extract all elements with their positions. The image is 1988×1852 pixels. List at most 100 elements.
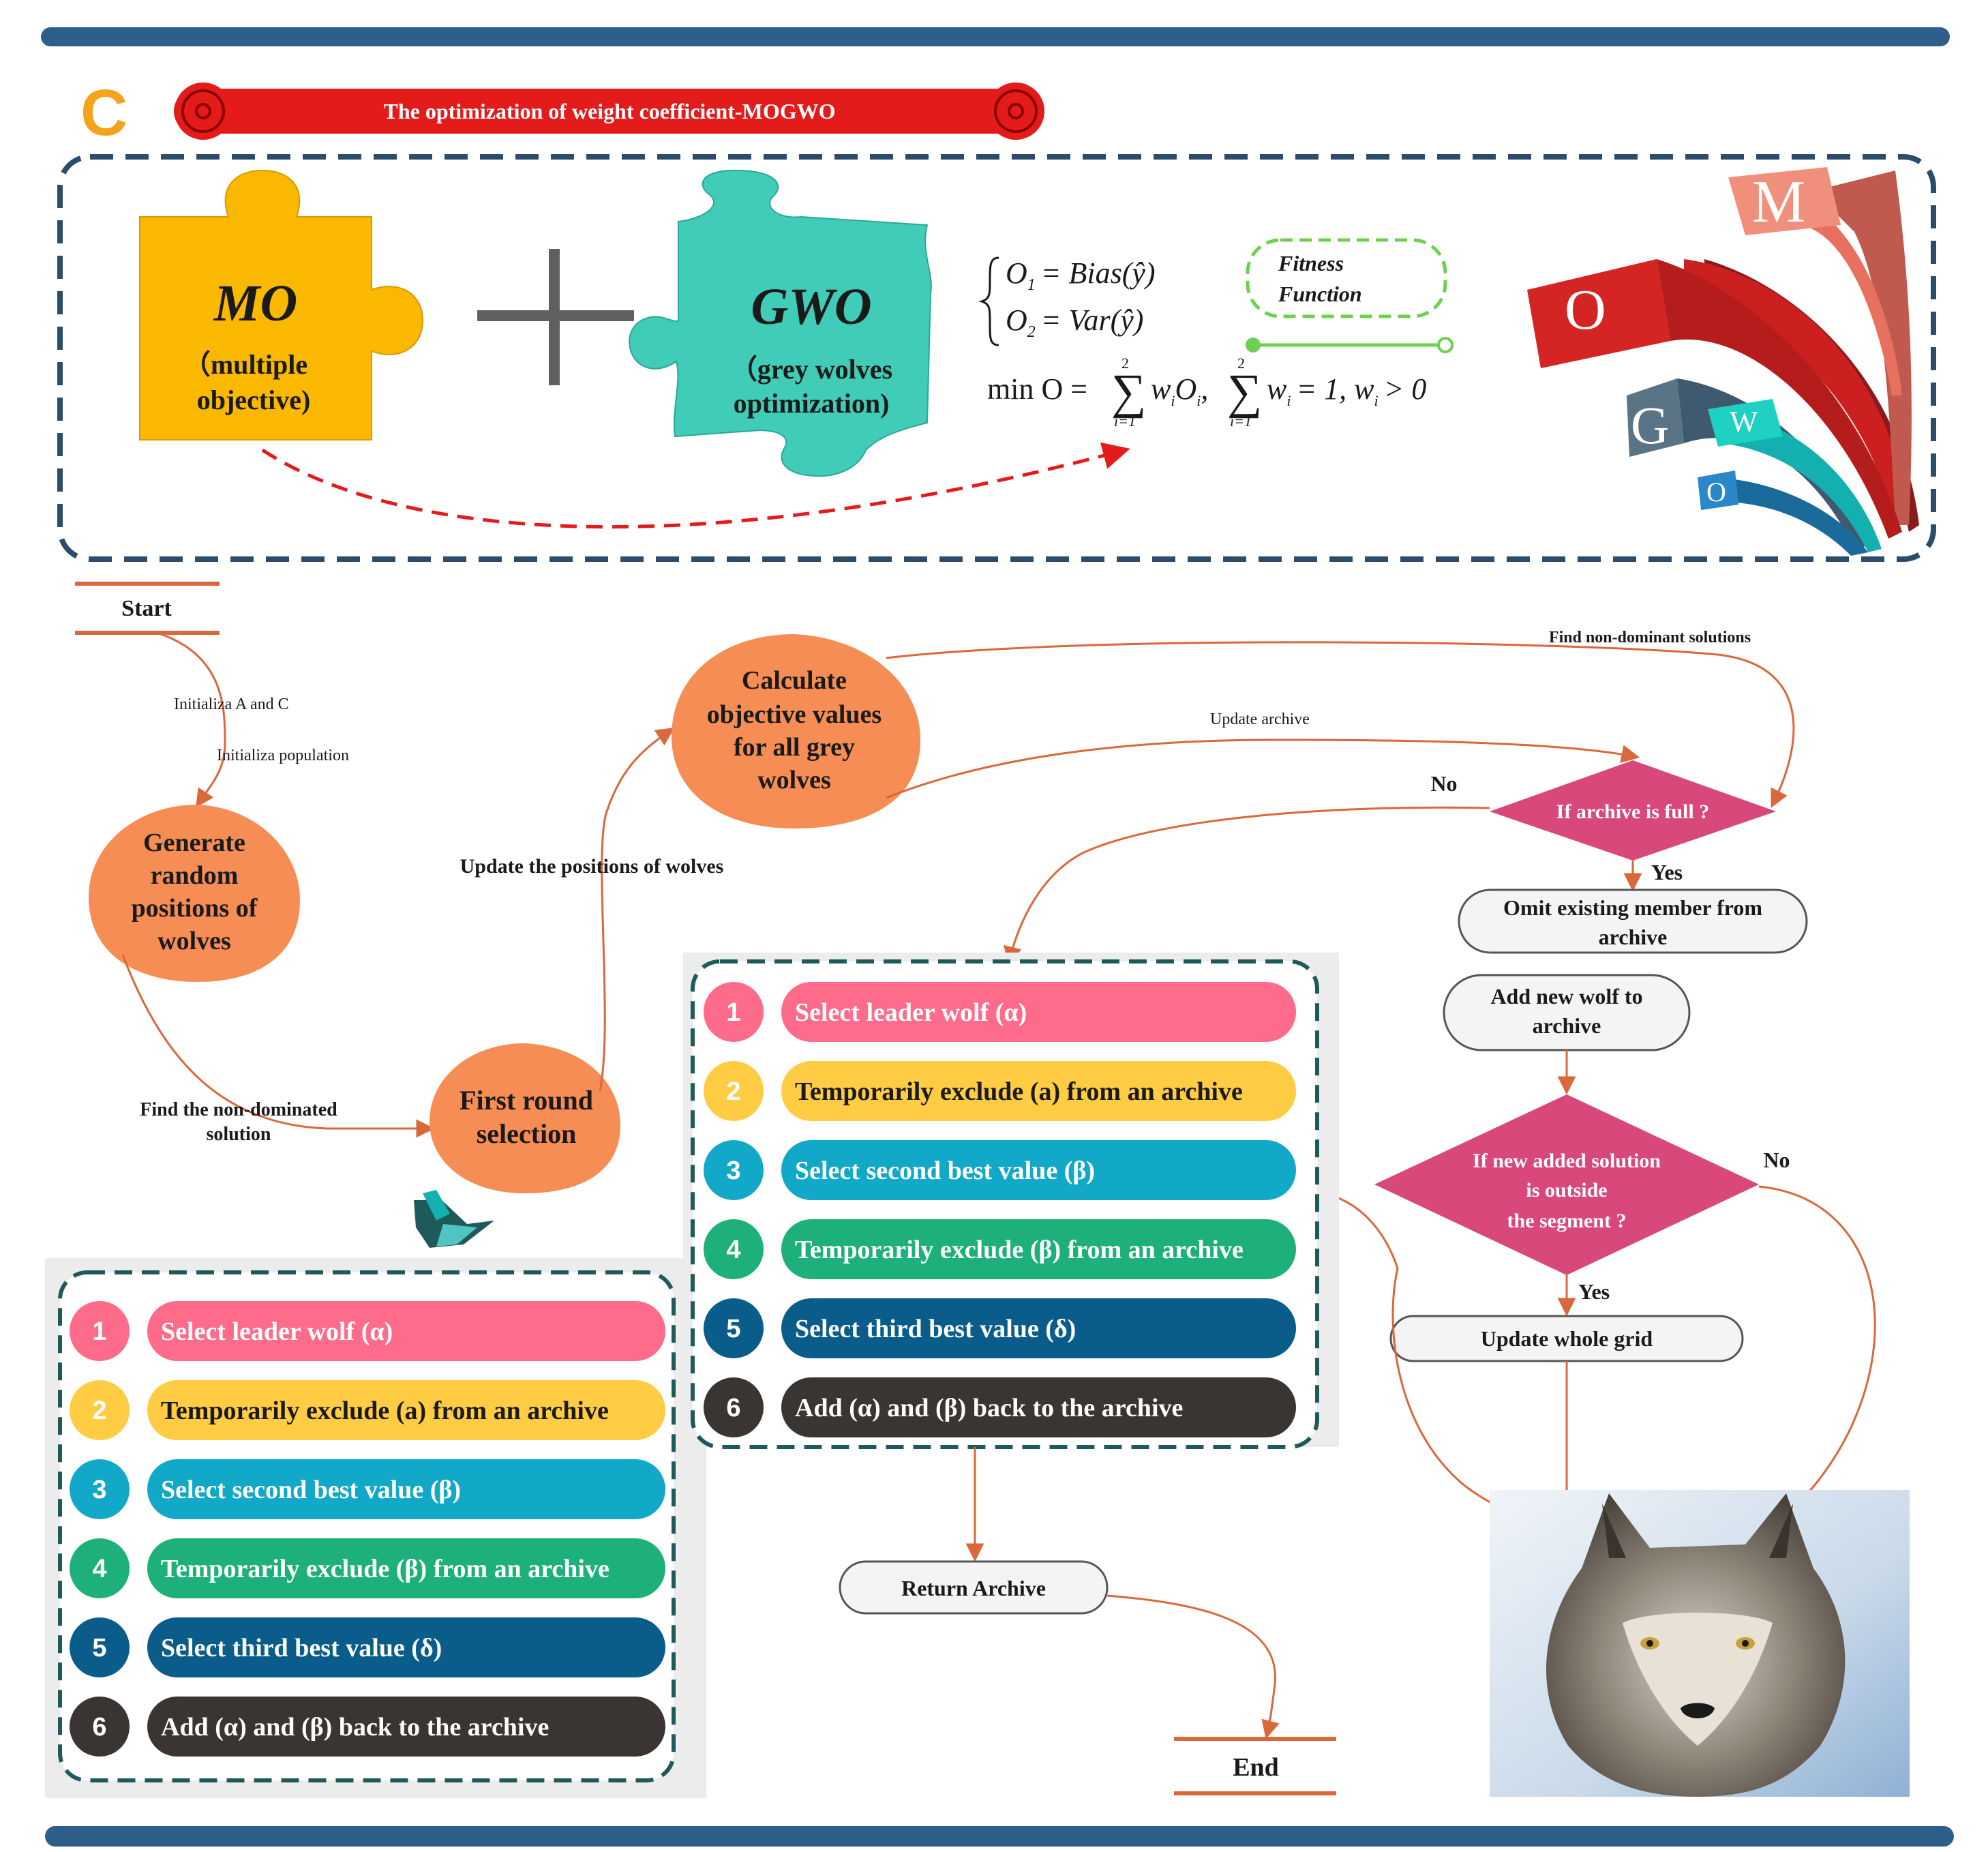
tail: = 1, w xyxy=(1296,372,1374,406)
left-step-badge xyxy=(70,1697,130,1757)
logo-letter-m: M xyxy=(1752,169,1805,235)
right-step-label: Select third best value (δ) xyxy=(795,1315,1076,1343)
logo-letter-o: O xyxy=(1565,278,1606,342)
calculate-line2: objective values xyxy=(707,700,882,729)
right-step-pill xyxy=(781,1377,1296,1437)
left-step-row: 3 Select second best value (β) xyxy=(70,1459,665,1519)
right-step-number: 1 xyxy=(726,998,740,1027)
calculate-line1: Calculate xyxy=(742,666,847,695)
term1b-sub: i xyxy=(1196,392,1201,409)
right-step-number: 3 xyxy=(726,1156,740,1185)
yes2-label: Yes xyxy=(1578,1279,1610,1304)
left-step-pill xyxy=(147,1617,665,1677)
left-step-pill xyxy=(147,1301,665,1361)
svg-text:wiOi,: wiOi, xyxy=(1151,372,1208,409)
wolf-image xyxy=(1490,1490,1910,1797)
generate-line3: positions of xyxy=(132,894,258,923)
right-step-badge xyxy=(704,1140,764,1200)
sum1-upper: 2 xyxy=(1121,355,1129,372)
mogwo-logo: M O G W O xyxy=(1527,167,1919,556)
gwo-puzzle-piece: GWO （grey wolves optimization) xyxy=(629,169,932,477)
return-to-end-arrow xyxy=(1106,1594,1280,1739)
end-label: End xyxy=(1233,1753,1279,1782)
banner: The optimization of weight coefficient-M… xyxy=(174,83,1044,140)
term1: w xyxy=(1151,372,1171,406)
banner-title: The optimization of weight coefficient-M… xyxy=(384,99,836,123)
segment-decision: If new added solution is outside the seg… xyxy=(1374,1094,1759,1275)
term2: w xyxy=(1267,372,1287,406)
omit-node: Omit existing member from archive xyxy=(1458,888,1808,954)
first-round-to-calculate-arrow xyxy=(599,728,675,1092)
left-step-badge xyxy=(70,1617,130,1677)
left-step-label: Select third best value (δ) xyxy=(161,1634,442,1662)
init-pop-label: Initializa population xyxy=(217,747,349,764)
start-to-generate-arrow xyxy=(156,631,226,808)
top-panel-border xyxy=(57,154,1936,562)
sum2-upper: 2 xyxy=(1237,355,1245,372)
first-round-line2: selection xyxy=(477,1118,577,1149)
logo-letter-w: W xyxy=(1730,405,1758,438)
gwo-line1: （grey wolves xyxy=(730,354,892,385)
no1-label: No xyxy=(1430,771,1457,796)
calculate-node: Calculate objective values for all grey … xyxy=(672,634,920,828)
archive-full-decision: If archive is full ? xyxy=(1490,760,1776,861)
left-step-label: Temporarily exclude (a) from an archive xyxy=(161,1397,609,1425)
add-new-line1: Add new wolf to xyxy=(1490,984,1642,1009)
min-prefix: min O = xyxy=(987,372,1087,406)
return-archive-node: Return Archive xyxy=(839,1560,1109,1615)
right-step-row: 5 Select third best value (δ) xyxy=(704,1298,1296,1358)
tail-end: > 0 xyxy=(1384,372,1427,406)
left-step-badge xyxy=(70,1538,130,1598)
archive-full-label: If archive is full ? xyxy=(1556,801,1709,823)
objective-formula: O1= Bias(ŷ) O2= Var(ŷ) min O = ∑ 2 i=1 w… xyxy=(978,256,1427,430)
left-step-label: Add (α) and (β) back to the archive xyxy=(161,1713,549,1742)
update-positions-label: Update the positions of wolves xyxy=(460,855,724,878)
plus-icon xyxy=(477,249,634,385)
segment-line2: is outside xyxy=(1526,1179,1607,1201)
left-step-label: Select leader wolf (α) xyxy=(161,1317,393,1346)
decision-no-arrow xyxy=(1004,806,1490,966)
right-step-label: Temporarily exclude (a) from an archive xyxy=(795,1077,1243,1106)
logo-letter-g: G xyxy=(1631,395,1669,455)
omit-line2: archive xyxy=(1599,925,1668,949)
right-step-number: 5 xyxy=(726,1315,740,1343)
panel-letter: C xyxy=(80,76,127,149)
left-step-badge xyxy=(70,1380,130,1440)
o2-rhs: = Var(ŷ) xyxy=(1041,303,1144,337)
right-step-pill xyxy=(781,1061,1296,1121)
left-step-number: 3 xyxy=(92,1476,106,1504)
bottom-frame-bar xyxy=(45,1826,1954,1847)
init-ac-label: Initializa A and C xyxy=(174,696,289,713)
right-step-number: 6 xyxy=(726,1394,740,1422)
left-step-number: 1 xyxy=(92,1317,106,1346)
mo-to-formula-arrow xyxy=(261,442,1130,529)
chevron-down-icon xyxy=(414,1190,494,1248)
right-step-badge xyxy=(704,982,764,1042)
first-round-node: First round selection xyxy=(430,1043,620,1193)
right-step-badge xyxy=(704,1377,764,1437)
left-step-label: Temporarily exclude (β) from an archive xyxy=(161,1555,609,1583)
segment-line3: the segment ? xyxy=(1507,1210,1627,1232)
svg-text:O1= Bias(ŷ): O1= Bias(ŷ) xyxy=(1006,256,1156,294)
svg-text:O2= Var(ŷ): O2= Var(ŷ) xyxy=(1006,303,1143,341)
fitness-line2: Function xyxy=(1278,282,1362,306)
right-step-pill xyxy=(781,1219,1296,1279)
right-step-label: Temporarily exclude (β) from an archive xyxy=(795,1236,1244,1264)
mo-puzzle-piece: MO （multiple objective) xyxy=(139,169,424,440)
term1-sub: i xyxy=(1171,392,1175,409)
o2-sub: 2 xyxy=(1027,323,1036,341)
gwo-line2: optimization) xyxy=(734,388,890,419)
left-step-pill xyxy=(147,1538,665,1598)
calculate-to-decision-arrow xyxy=(886,738,1640,799)
fitness-line1: Fitness xyxy=(1278,251,1344,275)
generate-line4: wolves xyxy=(157,927,231,955)
right-step-badge xyxy=(704,1219,764,1279)
left-step-label: Select second best value (β) xyxy=(161,1476,461,1504)
start-node: Start xyxy=(75,582,220,635)
